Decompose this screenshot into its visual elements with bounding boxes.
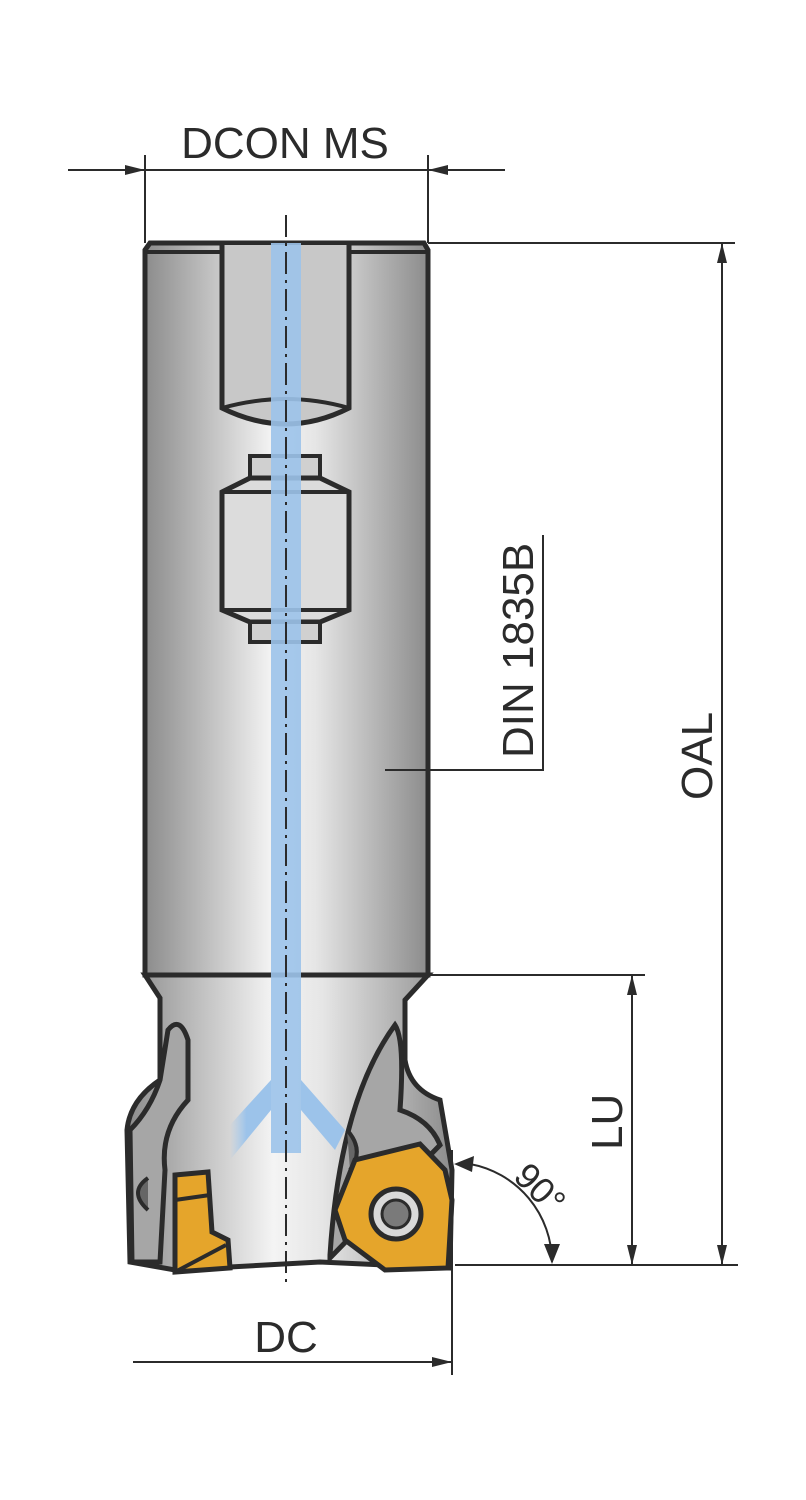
oal-dimension: OAL — [428, 242, 738, 1266]
dc-label: DC — [254, 1313, 318, 1362]
insert-right — [332, 1141, 455, 1273]
dc-dimension: DC — [133, 1313, 452, 1367]
insert-left — [172, 1169, 233, 1275]
dcon-dimension: DCON MS — [68, 119, 505, 243]
lu-dimension: LU — [428, 974, 645, 1265]
standard-callout: DIN 1835B — [385, 535, 544, 771]
dcon-label: DCON MS — [181, 119, 389, 168]
oal-label: OAL — [673, 712, 722, 800]
lu-label: LU — [583, 1094, 632, 1150]
angle-dimension: 90° — [451, 1150, 574, 1375]
standard-label: DIN 1835B — [494, 543, 543, 758]
angle-label: 90° — [506, 1155, 573, 1222]
